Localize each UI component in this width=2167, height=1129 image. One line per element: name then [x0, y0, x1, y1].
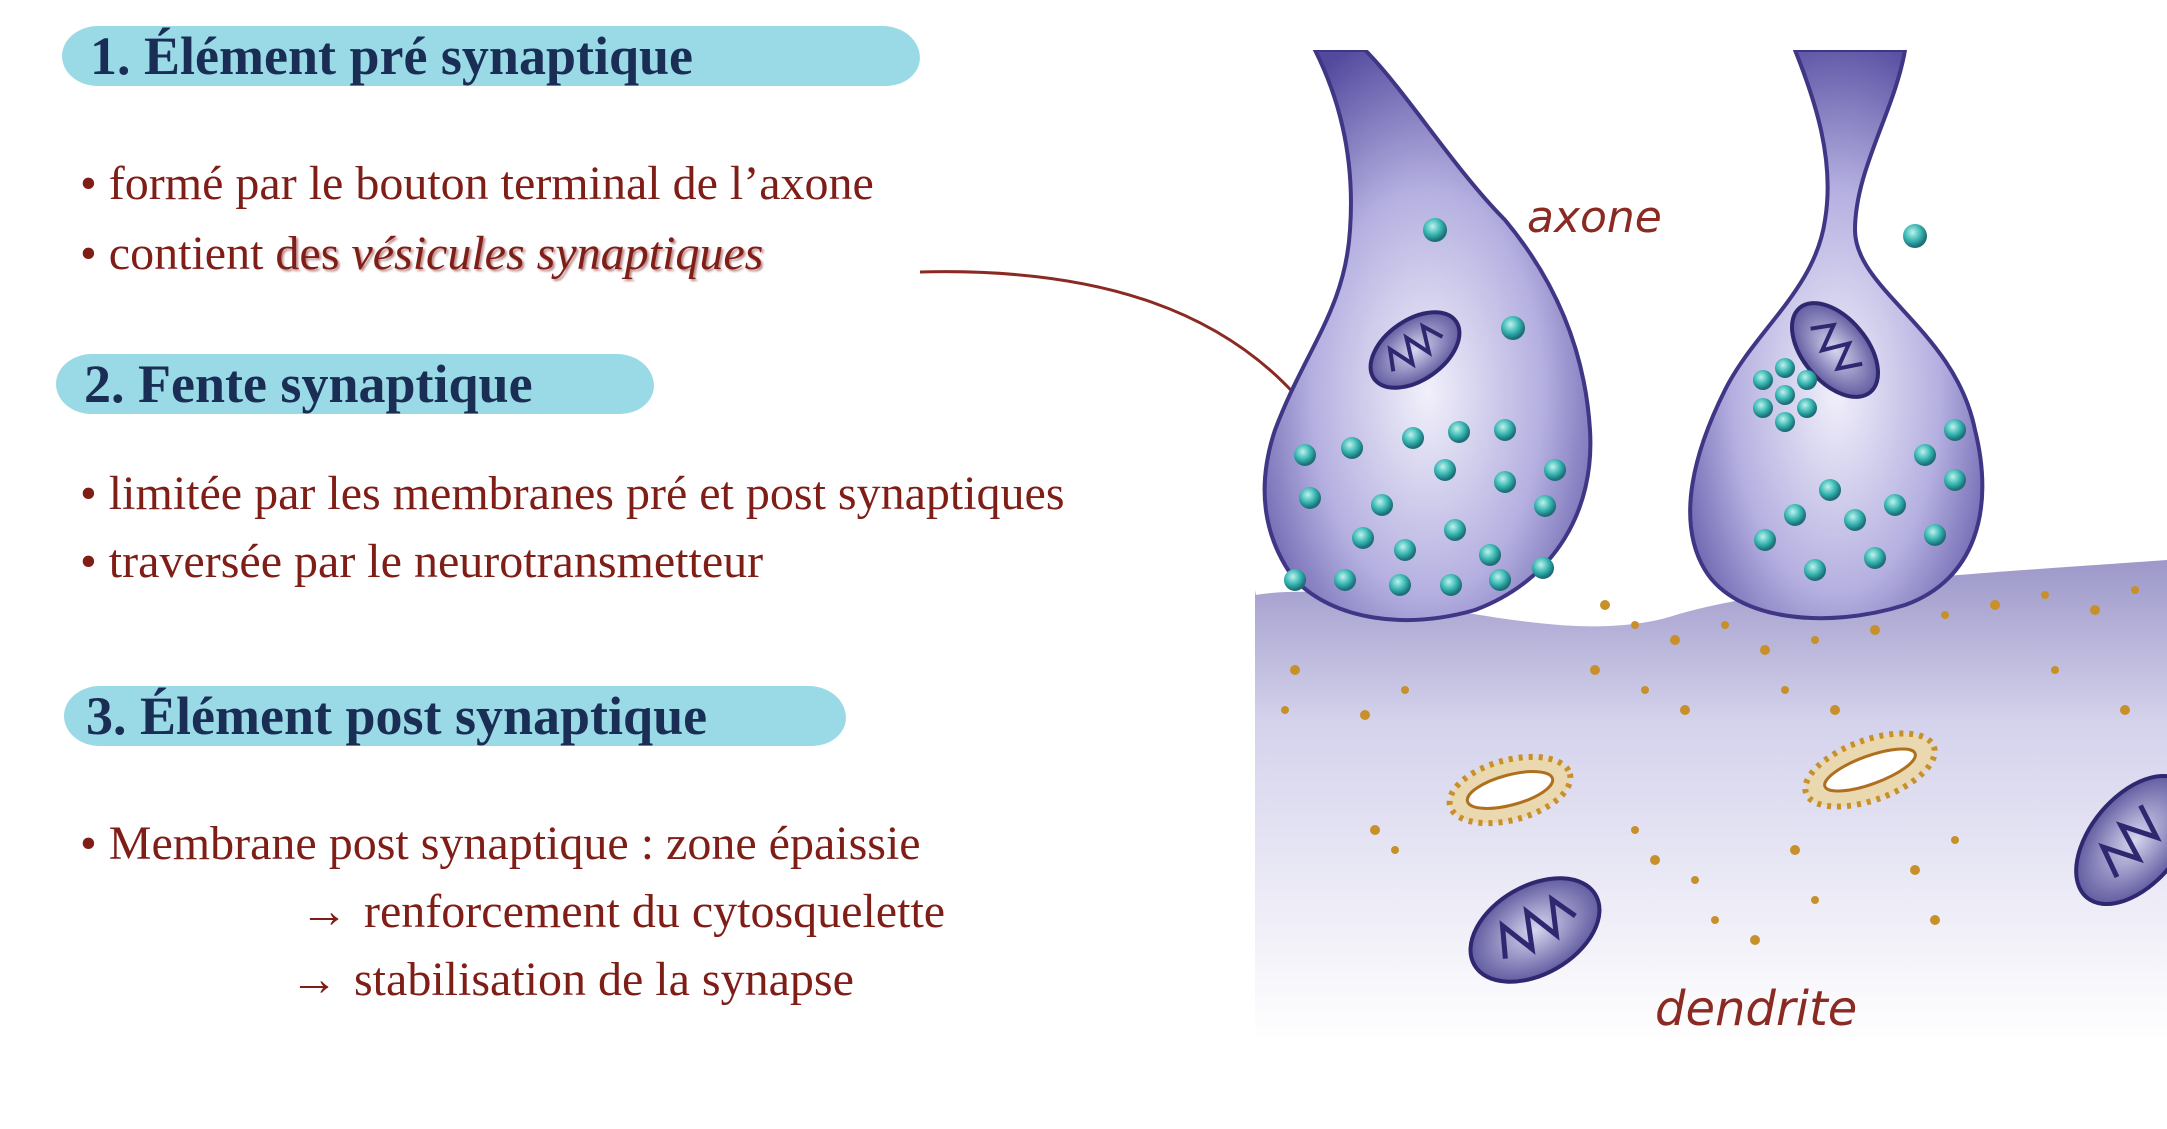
arrow-right-icon: → — [290, 953, 338, 1006]
dendrite-organelle — [1446, 753, 1574, 827]
sub-stabilisation: →stabilisation de la synapse — [290, 953, 854, 1006]
heading-postsynaptic: 3. Élément post synaptique — [62, 686, 848, 746]
bullet-formed-by: • formé par le bouton terminal de l’axon… — [80, 157, 874, 210]
sub-cytoskeleton: →renforcement du cytosquelette — [300, 885, 946, 938]
dendrite-body — [1255, 555, 2167, 1040]
bullet-membrane: • Membrane post synaptique : zone épaiss… — [80, 817, 921, 870]
neurotransmitter-dots — [1281, 586, 2139, 945]
heading-text: 3. Élément post synaptique — [86, 686, 708, 746]
label-axon: axone — [1527, 192, 1662, 243]
dendrite-organelle — [1802, 730, 1938, 810]
arrow-right-icon: → — [300, 885, 348, 938]
synaptic-vesicles-right — [1753, 224, 1966, 581]
synaptic-vesicles-left — [1284, 218, 1566, 596]
heading-text: 2. Fente synaptique — [84, 354, 533, 414]
bullet-contains-vesicles: • contient des vésicules synaptiques — [80, 227, 764, 280]
label-dendrite: dendrite — [1655, 981, 1857, 1037]
heading-text: 1. Élément pré synaptique — [90, 26, 694, 86]
mitochondrion-icon — [2074, 773, 2167, 907]
heading-presynaptic: 1. Élément pré synaptique — [60, 26, 922, 86]
mitochondrion-icon — [1468, 876, 1602, 984]
bullet-crossed-by: • traversée par le neurotransmetteur — [80, 535, 764, 588]
bullet-limited-by: • limitée par les membranes pré et post … — [80, 467, 1065, 520]
synapse-illustration: axone dendrite — [1255, 50, 2167, 1040]
mitochondrion-icon — [1368, 310, 1462, 390]
heading-synaptic-cleft: 2. Fente synaptique — [54, 354, 656, 414]
